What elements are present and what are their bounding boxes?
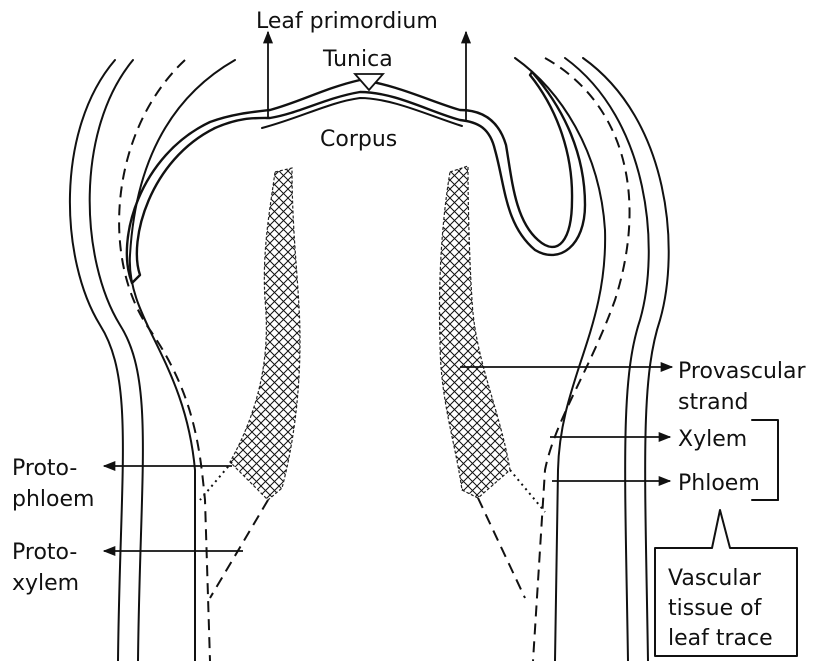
- vascular-label-line1: Vascular: [668, 566, 762, 591]
- phloem-label: Phloem: [678, 471, 760, 496]
- vascular-label-line2: tissue of: [668, 596, 763, 621]
- xylem-label: Xylem: [678, 427, 747, 452]
- protophloem-label-line1: Proto-: [12, 456, 77, 481]
- provascular-strand-left: [230, 168, 300, 500]
- provascular-label-line2: strand: [678, 390, 749, 415]
- protophloem-label-line2: phloem: [12, 487, 94, 512]
- corpus-label: Corpus: [320, 127, 397, 152]
- vascular-label-line3: leaf trace: [668, 626, 773, 651]
- provascular-strand-right: [439, 166, 510, 498]
- protoxylem-label-line1: Proto-: [12, 540, 77, 565]
- shoot-apex-dome: [127, 72, 585, 283]
- leaf-primordium-label: Leaf primordium: [256, 9, 438, 34]
- provascular-label-line1: Provascular: [678, 359, 806, 384]
- protoxylem-label-line2: xylem: [12, 571, 79, 596]
- outer-wall-left: [70, 60, 235, 661]
- tunica-label: Tunica: [322, 47, 393, 72]
- tunica-marker-triangle: [355, 74, 383, 90]
- outer-wall-right: [515, 58, 669, 661]
